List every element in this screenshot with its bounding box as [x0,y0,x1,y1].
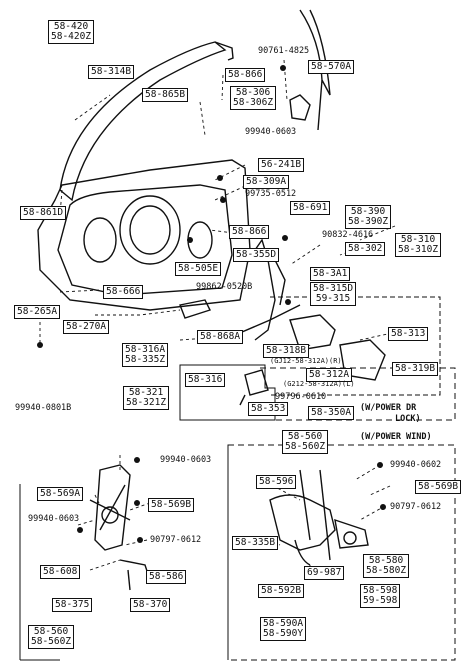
part-label: 58-596 [256,475,297,489]
part-label: 58-313 [388,327,429,341]
part-label: 69-987 [304,566,345,580]
variant-note: (W/POWER WIND) [360,432,432,442]
part-label: 58-569B [415,480,462,494]
part-label: 58-315D 59-315 [310,282,357,306]
fastener-number: 99940-0603 [28,514,80,524]
part-label: 58-420 58-420Z [48,20,95,44]
part-label: 58-569B [148,498,195,512]
part-label: 58-316 [185,373,226,387]
part-label: 58-350A [308,406,355,420]
fastener-number: 90797-0612 [150,535,202,545]
part-label: 58-560 58-560Z [28,625,75,649]
fastener-number: 99940-0801B [15,403,72,413]
part-label: 58-270A [63,320,110,334]
part-label: 58-505E [175,262,222,276]
variant-note: (W/POWER DR [360,403,417,413]
part-label: 58-586 [146,570,187,584]
fastener-number: 99940-0602 [390,460,442,470]
part-label: 58-335B [232,536,279,550]
part-label: 58-321 58-321Z [123,386,170,410]
fastener-number: 99862-0520B [196,282,253,292]
part-label: 58-265A [14,305,61,319]
part-label: 58-302 [345,242,386,256]
part-label: 58-590A 58-590Y [260,617,307,641]
part-label: 58-316A 58-335Z [122,343,169,367]
fastener-number: 99735-0512 [245,189,297,199]
part-label: 58-866 [225,68,266,82]
variant-note: LOCK) [395,414,421,424]
part-label: 58-865B [142,88,189,102]
part-label: 58-580 58-580Z [363,554,410,578]
part-label: 58-598 59-598 [360,584,401,608]
part-label: 58-560 58-560Z [282,430,329,454]
fastener-number: 99796-0610 [275,392,327,402]
part-label: 58-310 58-310Z [395,233,442,257]
part-label: 58-306 58-306Z [230,86,277,110]
part-label: 58-355D [233,248,280,262]
part-label: 58-312A [306,368,353,382]
part-label: 58-861D [20,206,67,220]
part-label: 58-314B [88,65,135,79]
part-label: 58-3A1 [310,267,351,281]
part-label: 58-370 [130,598,171,612]
part-label: 58-309A [243,175,290,189]
part-label: 58-866 [229,225,270,239]
part-label: 58-375 [52,598,93,612]
fastener-number: 99940-0603 [160,455,212,465]
part-label: 58-666 [103,285,144,299]
part-label: 56-241B [258,158,305,172]
part-label: 58-570A [308,60,355,74]
fastener-number: 99940-0603 [245,127,297,137]
fastener-number: 90797-0612 [390,502,442,512]
fastener-number: 90761-4825 [258,46,310,56]
part-label: 58-390 58-390Z [345,205,392,229]
part-label: 58-353 [248,402,289,416]
part-label: 58-318B [263,344,310,358]
part-label: 58-608 [40,565,81,579]
part-label: 58-691 [290,201,331,215]
fastener-number: (G212-58-312A)(L) [283,380,355,388]
part-label: 58-868A [197,330,244,344]
part-label: 58-319B [392,362,439,376]
part-label: 58-592B [258,584,305,598]
fastener-number: 90832-4616 [322,230,374,240]
part-label: 58-569A [37,487,84,501]
fastener-number: (GJ12-58-312A)(R) [270,357,342,365]
